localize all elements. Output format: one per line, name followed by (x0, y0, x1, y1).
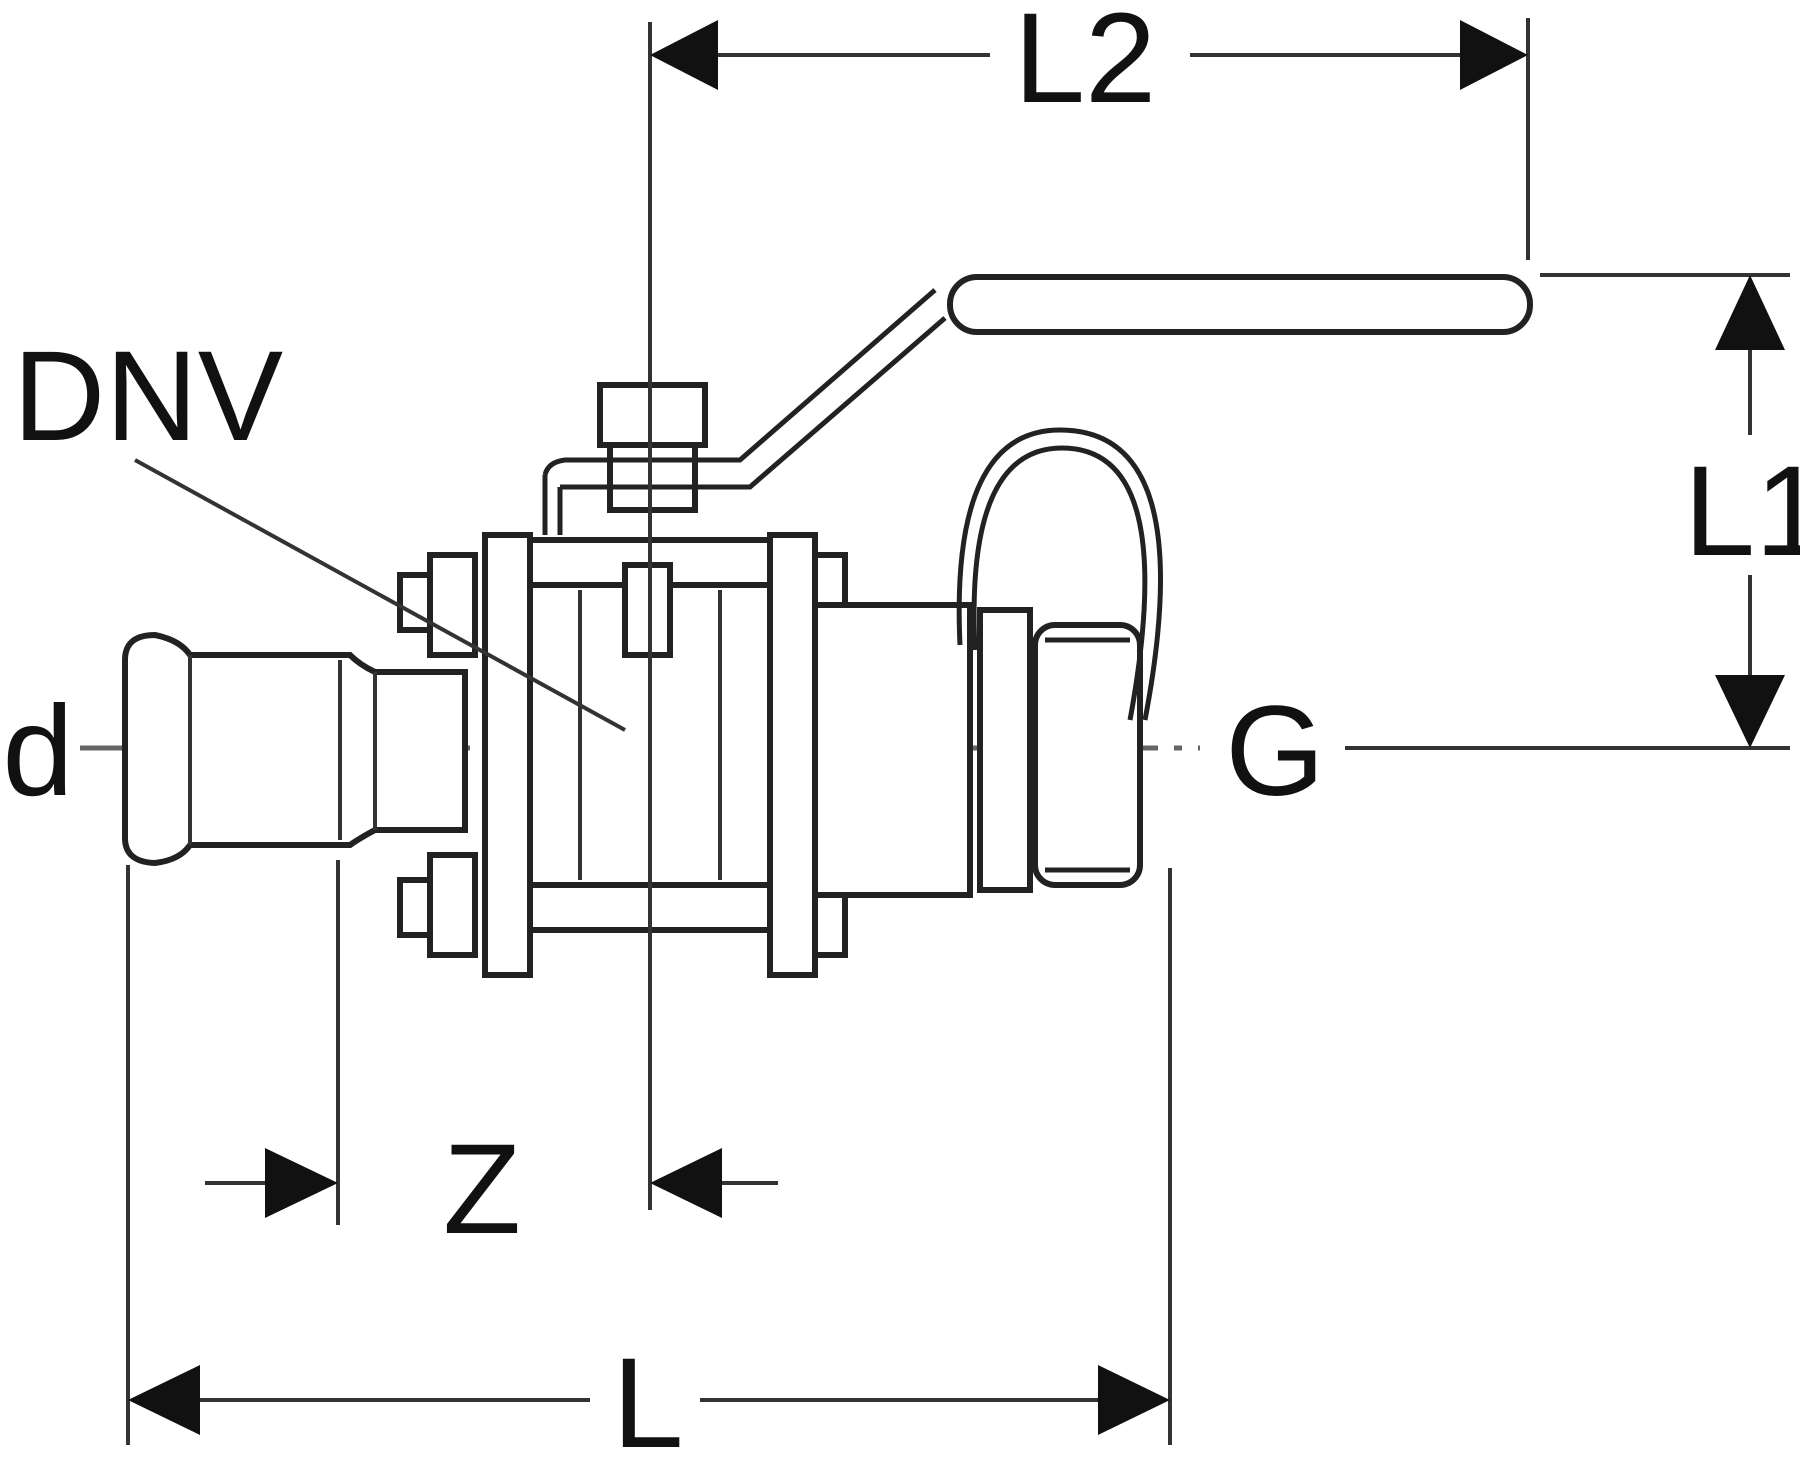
label-g: G (1225, 680, 1325, 823)
label-l: L (612, 1332, 683, 1458)
dimension-l1 (1345, 273, 1790, 750)
dimension-l2 (648, 18, 1530, 1210)
label-l2: L2 (1014, 0, 1156, 130)
dimension-l (126, 865, 1172, 1445)
label-dnv: DNV (13, 325, 283, 468)
press-fitting (122, 631, 468, 867)
label-z: Z (443, 1118, 521, 1261)
left-bolts (397, 552, 478, 958)
label-d: d (2, 680, 73, 823)
lever-handle (542, 274, 1533, 490)
dnv-leader-line (134, 458, 626, 732)
valve-stem (542, 382, 708, 535)
label-l1: L1 (1684, 440, 1800, 583)
dimension-z (205, 860, 778, 1225)
thread-connector (812, 427, 1163, 898)
